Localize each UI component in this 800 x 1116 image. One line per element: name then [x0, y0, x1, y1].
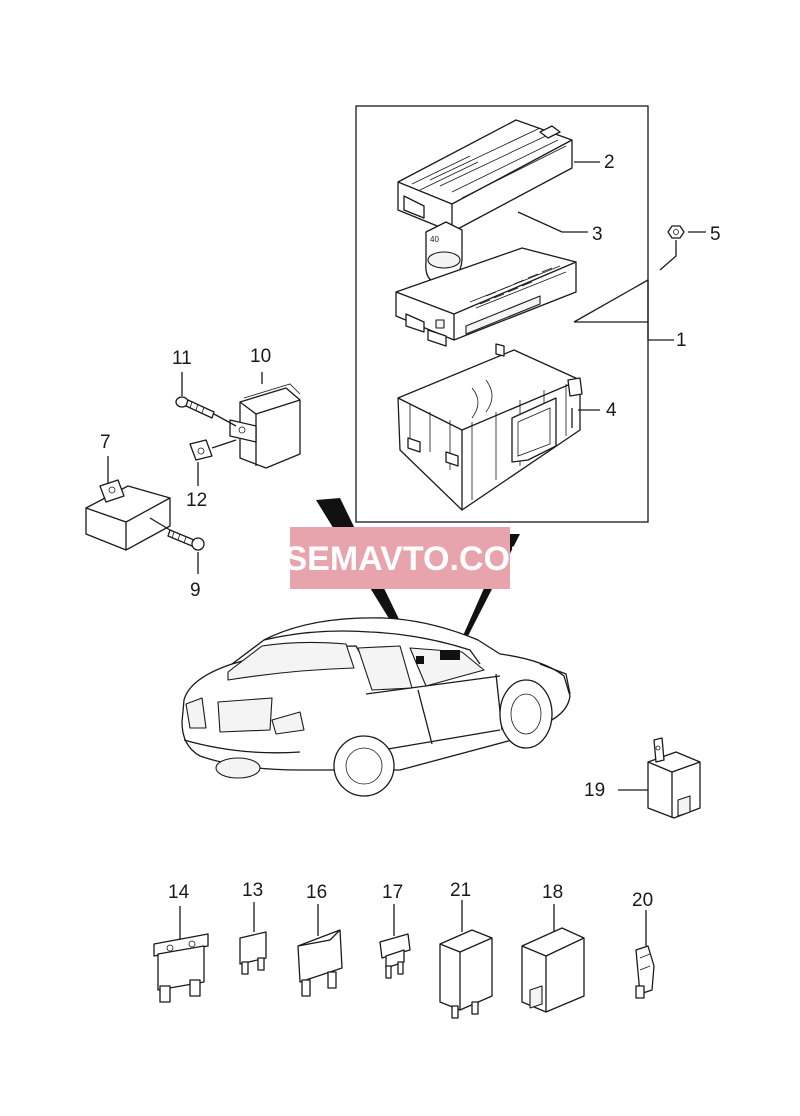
callout-lines-assembly: [517, 161, 706, 428]
clip-nut[interactable]: [189, 439, 237, 486]
fuse-box-cover[interactable]: 40: [397, 119, 573, 285]
callout-4: 4: [606, 400, 617, 421]
control-module[interactable]: [229, 372, 301, 469]
callout-20: 20: [632, 890, 653, 911]
screw-lower[interactable]: [149, 517, 205, 574]
relay-19[interactable]: [618, 737, 701, 819]
callout-11: 11: [172, 348, 192, 369]
fuse-box-tray[interactable]: [397, 343, 583, 511]
mini-fuse[interactable]: [239, 902, 267, 975]
callout-12: 12: [186, 490, 207, 511]
watermark-text: VSEMAVTO.COM: [262, 540, 538, 578]
callout-13: 13: [242, 880, 263, 901]
callout-10: 10: [250, 346, 271, 367]
callout-16: 16: [306, 882, 327, 903]
callout-2: 2: [604, 152, 615, 173]
callout-18: 18: [542, 882, 563, 903]
relay-21[interactable]: [439, 900, 493, 1019]
callout-9: 9: [190, 580, 201, 601]
small-fuse[interactable]: [379, 904, 411, 979]
callout-labels: 1 2 3 4 5 7 9 10 11 12 13 14 16 17 18 19…: [100, 152, 721, 911]
callout-14: 14: [168, 882, 190, 903]
callout-21: 21: [450, 880, 471, 901]
callout-1: 1: [676, 330, 687, 351]
watermark: VSEMAVTO.COM: [262, 527, 538, 589]
fuse-box-base[interactable]: [395, 247, 577, 347]
svg-text:40: 40: [430, 235, 439, 244]
relay-module[interactable]: [85, 456, 171, 551]
screw-upper[interactable]: [175, 372, 237, 427]
callout-17: 17: [382, 882, 403, 903]
callout-3: 3: [592, 224, 603, 245]
nut[interactable]: [667, 225, 685, 239]
fuse-puller[interactable]: [635, 910, 655, 999]
callout-19: 19: [584, 780, 605, 801]
callout-7: 7: [100, 432, 111, 453]
car-illustration: [181, 617, 571, 797]
maxi-fuse[interactable]: [153, 906, 209, 1003]
relay-18[interactable]: [521, 904, 585, 1013]
cartridge-fuse[interactable]: [297, 904, 343, 997]
callout-5: 5: [710, 224, 721, 245]
